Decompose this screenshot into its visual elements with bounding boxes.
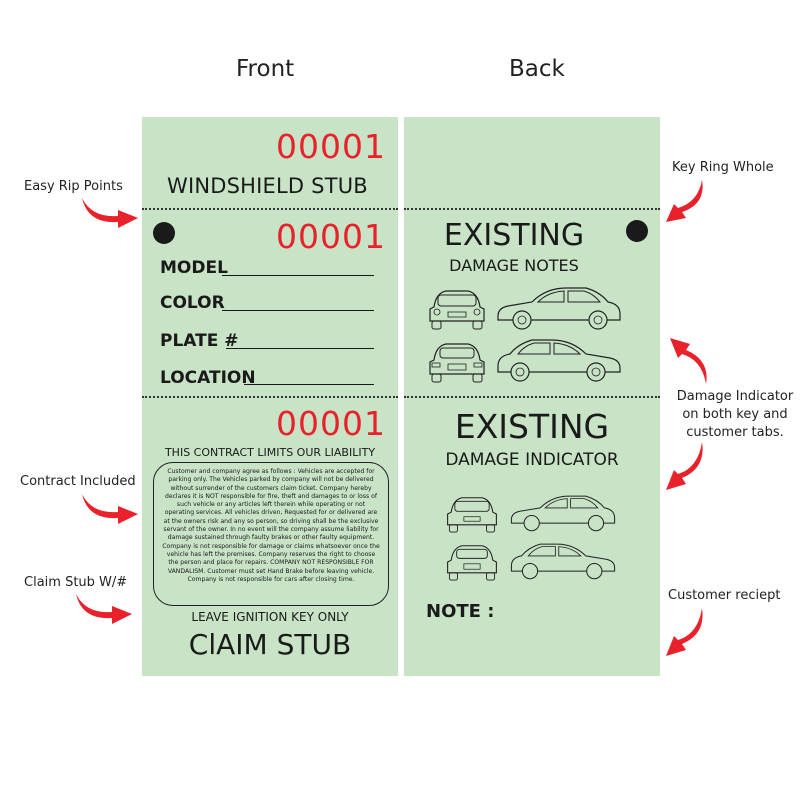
front-tear-line-bottom	[142, 396, 398, 398]
ignition-note: LEAVE IGNITION KEY ONLY	[191, 610, 349, 624]
annotation-key-ring: Key Ring Whole	[672, 160, 774, 175]
key-tag-number: 00001	[276, 217, 386, 256]
plate-label: PLATE #	[160, 331, 239, 351]
red-arrow-icon	[670, 338, 707, 384]
annotation-contract-included: Contract Included	[20, 474, 136, 489]
contract-title: THIS CONTRACT LIMITS OUR LIABILITY	[164, 446, 376, 459]
note-label: NOTE :	[426, 601, 495, 622]
back-key-ring-hole	[626, 220, 648, 242]
windshield-stub-number: 00001	[276, 127, 386, 166]
red-arrow-icon	[666, 180, 703, 222]
damage-notes-title: EXISTING	[443, 218, 585, 253]
red-arrow-icon	[666, 608, 703, 656]
annotation-easy-rip: Easy Rip Points	[24, 179, 123, 194]
contract-text: Customer and company agree as follows : …	[162, 468, 380, 583]
back-heading: Back	[509, 56, 565, 82]
damage-indicator-subtitle: DAMAGE INDICATOR	[445, 450, 619, 470]
model-line	[222, 275, 374, 276]
location-line	[244, 384, 374, 385]
windshield-stub-label: WINDSHIELD STUB	[167, 174, 368, 198]
back-tear-line-bottom	[404, 396, 660, 398]
car-front-icon	[429, 290, 485, 330]
car-rear-icon	[447, 545, 497, 581]
claim-number: 00001	[276, 404, 386, 443]
red-arrow-icon	[82, 494, 138, 524]
color-label: COLOR	[160, 293, 225, 313]
annotation-damage-indicator: Damage Indicator on both key and custome…	[676, 389, 794, 440]
red-arrow-icon	[82, 198, 138, 228]
plate-line	[226, 348, 374, 349]
car-side-icon	[510, 495, 616, 532]
car-side-left-icon	[510, 543, 616, 580]
contract-text-box: Customer and company agree as follows : …	[153, 462, 389, 606]
annotation-customer-receipt: Customer reciept	[668, 588, 781, 603]
location-label: LOCATION	[160, 368, 256, 388]
damage-indicator-title: EXISTING	[454, 407, 610, 446]
claim-stub-label: ClAIM STUB	[188, 628, 352, 661]
model-label: MODEL	[160, 258, 228, 278]
car-rear-icon	[429, 343, 485, 383]
front-tear-line-top	[142, 208, 398, 210]
car-front-icon	[447, 497, 497, 533]
damage-notes-subtitle: DAMAGE NOTES	[449, 256, 579, 275]
car-side-left-icon	[497, 339, 621, 382]
red-arrow-icon	[666, 442, 703, 490]
red-arrow-icon	[76, 594, 132, 624]
car-side-icon	[497, 287, 621, 330]
front-heading: Front	[236, 56, 295, 82]
back-tear-line-top	[404, 208, 660, 210]
color-line	[222, 310, 374, 311]
front-key-ring-hole	[153, 222, 175, 244]
annotation-claim-stub: Claim Stub W/#	[24, 575, 128, 590]
